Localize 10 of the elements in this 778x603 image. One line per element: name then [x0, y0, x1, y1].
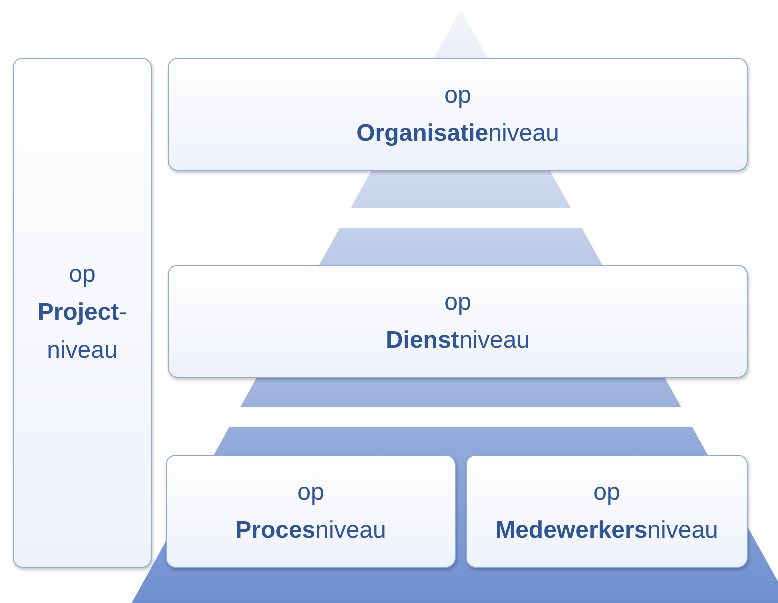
level-box — [166, 455, 456, 568]
level-label: op Medewerkersniveau — [496, 478, 718, 546]
level-label: op Procesniveau — [236, 478, 386, 546]
level-label: op Project-niveau — [38, 260, 128, 366]
level-label: op Organisatieniveau — [356, 80, 560, 148]
level-box — [168, 265, 748, 378]
level-box — [168, 58, 748, 171]
level-box — [466, 455, 748, 568]
level-label: op Dienstniveau — [386, 288, 530, 356]
level-box — [13, 58, 152, 568]
